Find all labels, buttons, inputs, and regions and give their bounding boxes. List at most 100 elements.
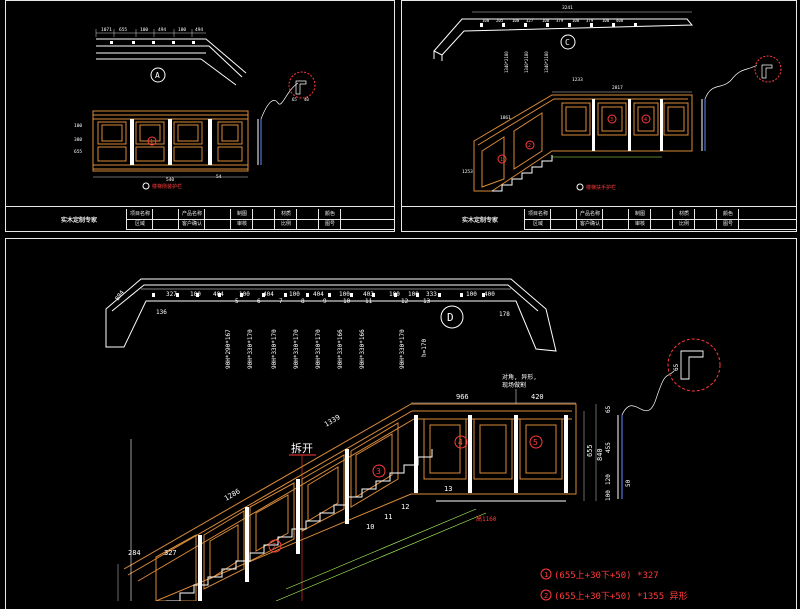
panel-d-spec-3: 90H*330*170 [271,329,278,369]
panel-d-detail: 65 65 455 120 100 50 [605,338,721,501]
panel-a-dim-5: 100 [178,27,186,33]
tb-c-r1-c3: 产品名称 [576,209,603,219]
panel-d-detail-dim-4: 120 [605,474,612,485]
panel-d-step-10: 10 [366,523,374,531]
tb-a-r1-c10 [340,209,363,219]
panel-d-spec-7: 90H*330*166 [359,329,366,369]
panel-d-detail-dim-2: 65 [605,405,612,413]
panel-a-tag-circle [150,67,166,83]
panel-c-number-2: 2 [528,143,531,149]
panel-d-detail-dim-5: 100 [605,490,612,501]
panel-d-baluster-num-11: 11 [365,298,373,305]
panel-d-spec-4: 90H*330*170 [293,329,300,369]
panel-a-title-block: 实木定制专家 项目名称 产品名称 制图 材质 颜色 区域 客户确认 审核 比例 … [6,206,394,231]
panel-c-plan-dim-4: 327 [526,18,534,23]
panel-d-spec-5: 90H*330*170 [315,329,322,369]
panel-d-spec-8: 90H*330*170 [399,329,406,369]
panel-d-split-label: 拆开 [291,441,313,455]
panel-d-plan-dim-12: 100 [408,291,419,298]
legend-num-1: 1 [544,571,548,579]
panel-a-dim-3: 100 [140,27,148,33]
legend-text-1: (655上+30下+50) *327 [554,570,659,581]
panel-a-elev-dim-2: 380 [74,137,82,143]
panel-c-caption: 楼梯扶手护栏 [586,184,616,191]
panel-c-elev-dim-4: 1233 [572,77,583,83]
panel-d-spec-1: 90H*290*167 [225,329,232,369]
panel-d-legend: 1 (655上+30下+50) *327 2 (655上+30下+50) *13… [540,568,688,601]
panel-c-elevation: 2817 1 2 3 [462,55,782,192]
panel-c-plan-dim-3: 100 [512,18,520,23]
panel-d-plan-dim-4: 404 [213,291,224,298]
panel-d-number-2: 2 [272,542,277,551]
tb-a-r2-c3: 客户确认 [178,219,205,229]
panel-d-step-13: 13 [444,485,452,493]
panel-d-top-dim-2: 420 [531,393,544,401]
panel-a-caption: 楼梯侧装护栏 [152,183,182,190]
panel-d-spec-6: 90H*330*166 [337,329,344,369]
panel-d-rail-dim-1: 1339 [323,413,342,428]
panel-d-right-dim-1: 655 [586,444,594,457]
tb-c-r2-c5: 审核 [628,219,651,229]
panel-d-plan-dim-1: 894 [114,289,126,302]
tb-c-r2-c1: 区域 [524,219,551,229]
tb-c-r1-c1: 项目名称 [524,209,551,219]
panel-d-bottom-dim-2: 327 [164,549,177,557]
panel-d-baluster-num-12: 12 [401,298,409,305]
panel-c-plan-dim-10: 408 [616,18,624,23]
panel-a-detail-dim-2: 40 [304,97,309,102]
panel-d-top-dim-1: 966 [456,393,469,401]
panel-d-side-dim-2: 178 [499,311,510,318]
legend-num-2: 2 [544,592,548,600]
panel-c-tag: C [565,38,570,47]
panel-a-elev-dim-1: 100 [74,123,82,129]
panel-c-number-3: 3 [610,117,613,123]
panel-d-baluster-num-6: 6 [257,298,261,305]
panel-a-drawing: 1071 655 100 494 100 494 A [74,27,316,190]
panel-d-tag: D [447,311,454,324]
tb-a-r2-c5: 审核 [230,219,253,229]
panel-a-elev-dim-5: 540 [166,177,174,183]
panel-c-plan-dim-7: 100 [572,18,580,23]
panel-d-plan-dim-15: 400 [484,291,495,298]
panel-d-bottom-dim-1: 284 [128,549,141,557]
tb-a-r1-c8 [296,209,319,219]
sheet-panel-d: 894 327 100 404 100 404 100 404 100 403 … [5,238,797,609]
panel-d-plan: 894 327 100 404 100 404 100 404 100 403 … [105,278,557,369]
panel-d-plan-dim-14: 100 [466,291,477,298]
legend-text-2: (655上+30下+50) *1355 异形 [554,590,688,601]
tb-c-r1-c5: 制图 [628,209,651,219]
panel-d-detail-dim-1: 65 [673,363,680,371]
panel-d-note-line-2: 现场做割 [502,381,526,389]
panel-a-number-circle [147,136,157,146]
tb-c-r2-c10 [738,219,761,229]
panel-d-number-3: 3 [376,467,381,476]
tb-c-r1-c9: 颜色 [716,209,739,219]
tb-c-r2-c9: 图号 [716,219,739,229]
tb-a-r2-c2 [152,219,179,229]
tb-a-r2-c10 [340,219,363,229]
panel-a-dim-2: 655 [119,27,127,33]
tb-a-r1-c6 [252,209,275,219]
tb-a-r2-c4 [204,219,231,229]
panel-c-plan-dim-1: 100 [482,18,490,23]
panel-d-plan-dim-7: 100 [289,291,300,298]
panel-d-baluster-num-8: 8 [301,298,305,305]
tb-a-r2-c1: 区域 [126,219,153,229]
panel-d-plan-dim-2: 327 [166,291,177,298]
sheet-panel-c: 3241 100 205 100 327 100 379 100 379 100… [401,0,797,232]
panel-d-detail-dim-3: 455 [605,442,612,453]
panel-a-plan: 1071 655 100 494 100 494 A [95,27,247,86]
tb-a-r2-c7: 比例 [274,219,297,229]
panel-c-top-dim: 3241 [562,5,573,11]
tb-c-r2-c8 [694,219,717,229]
panel-c-number-4: 4 [644,117,647,123]
tb-c-r2-c7: 比例 [672,219,695,229]
panel-c-plan: 3241 100 205 100 327 100 379 100 379 100… [433,5,694,73]
tb-a-r1-c4 [204,209,231,219]
panel-c-plan-dim-2: 205 [496,18,504,23]
panel-c-glass-2: 1340*2180 [524,51,529,73]
tb-a-r1-c7: 材质 [274,209,297,219]
panel-d-right-dim-2: 840 [596,448,604,461]
panel-c-title-block: 实木定制专家 项目名称 产品名称 制图 材质 颜色 区域 客户确认 审核 比例 … [402,206,796,231]
panel-c-drawing: 3241 100 205 100 327 100 379 100 379 100… [433,5,782,192]
